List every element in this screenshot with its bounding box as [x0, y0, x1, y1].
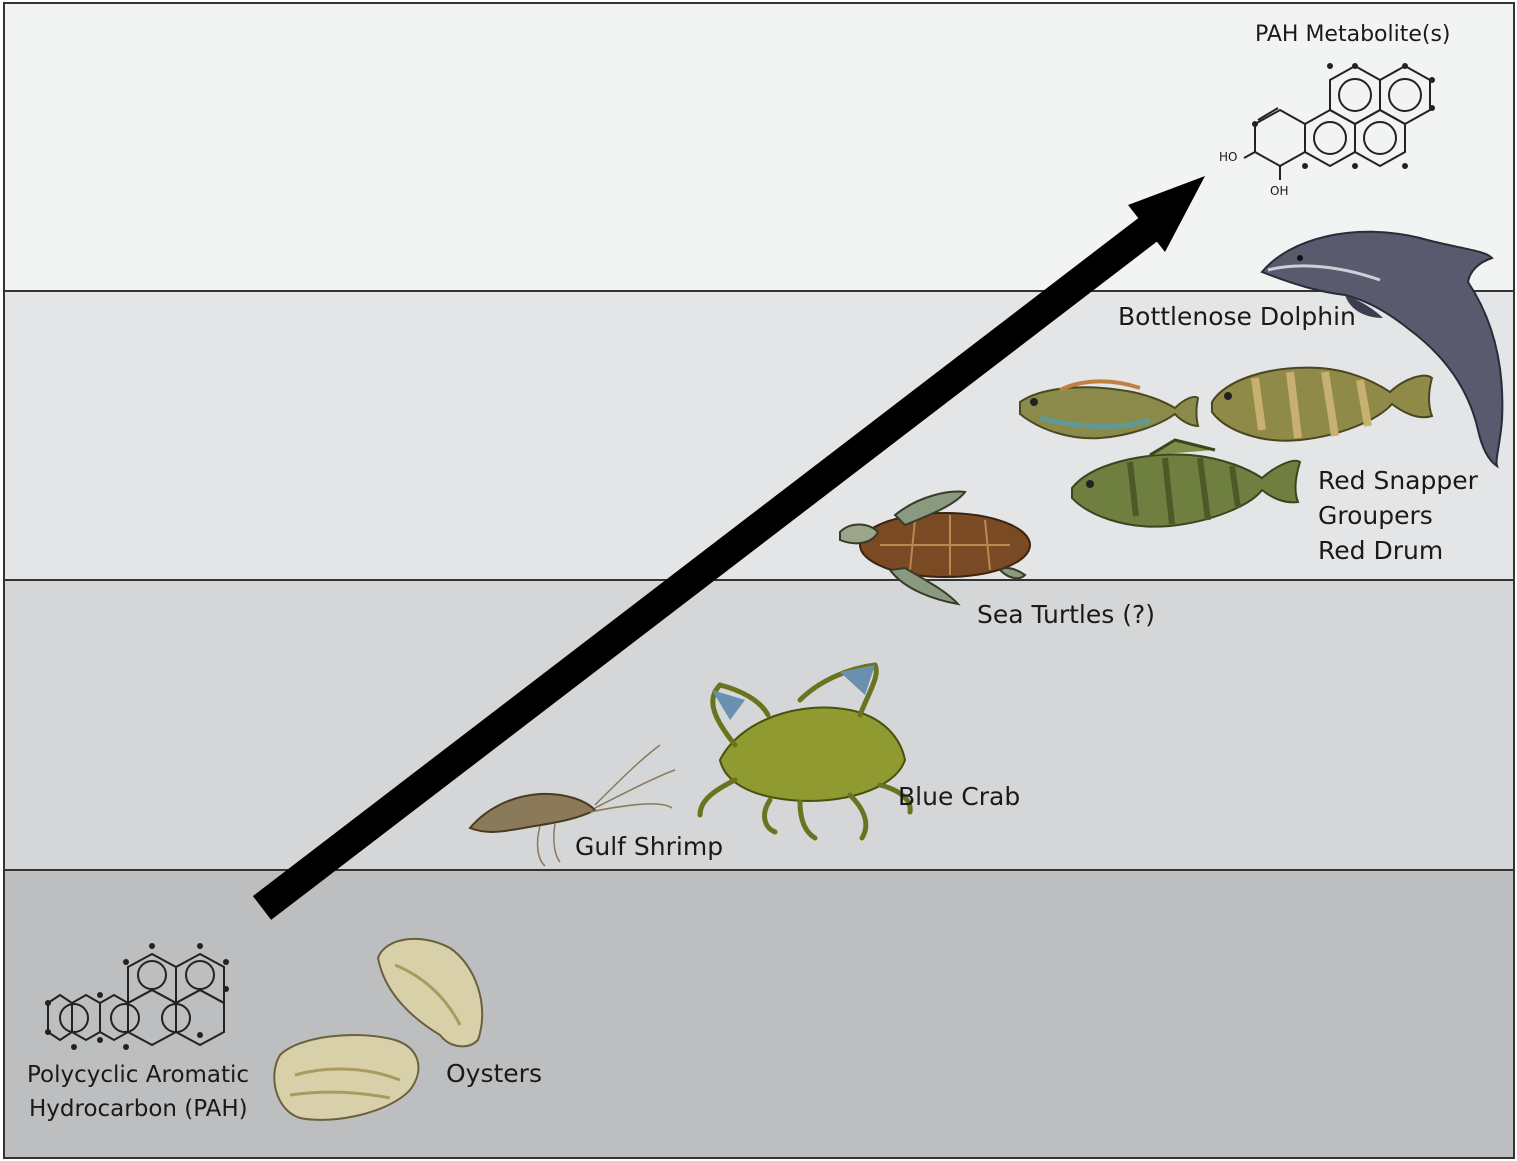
red-drum-label: Red Drum	[1318, 533, 1443, 569]
metabolite-oh-label: OH	[1270, 184, 1288, 198]
groupers-label: Groupers	[1318, 498, 1433, 534]
pah-name-line2-label: Hydrocarbon (PAH)	[29, 1091, 248, 1127]
oysters-illustration	[274, 939, 482, 1120]
blue-crab-label: Blue Crab	[898, 779, 1020, 815]
oysters-label: Oysters	[446, 1056, 542, 1092]
sea-turtles-label: Sea Turtles (?)	[977, 597, 1155, 633]
pah-metabolite-icon	[1244, 63, 1435, 180]
red-drum-illustration	[1072, 440, 1300, 527]
red-snapper-label: Red Snapper	[1318, 463, 1478, 499]
metabolite-ho-label: HO	[1219, 150, 1237, 164]
blue-crab-illustration	[700, 665, 910, 838]
pah-molecule-icon	[45, 943, 229, 1050]
pah-metabolite-label: PAH Metabolite(s)	[1255, 17, 1451, 53]
gulf-shrimp-label: Gulf Shrimp	[575, 829, 723, 865]
red-snapper-illustration	[1020, 381, 1198, 438]
pah-name-line1-label: Polycyclic Aromatic	[27, 1057, 249, 1093]
grouper-illustration	[1212, 368, 1432, 441]
bottlenose-dolphin-label: Bottlenose Dolphin	[1118, 299, 1356, 335]
sea-turtle-illustration	[840, 492, 1030, 604]
bioaccumulation-arrow	[262, 176, 1205, 908]
